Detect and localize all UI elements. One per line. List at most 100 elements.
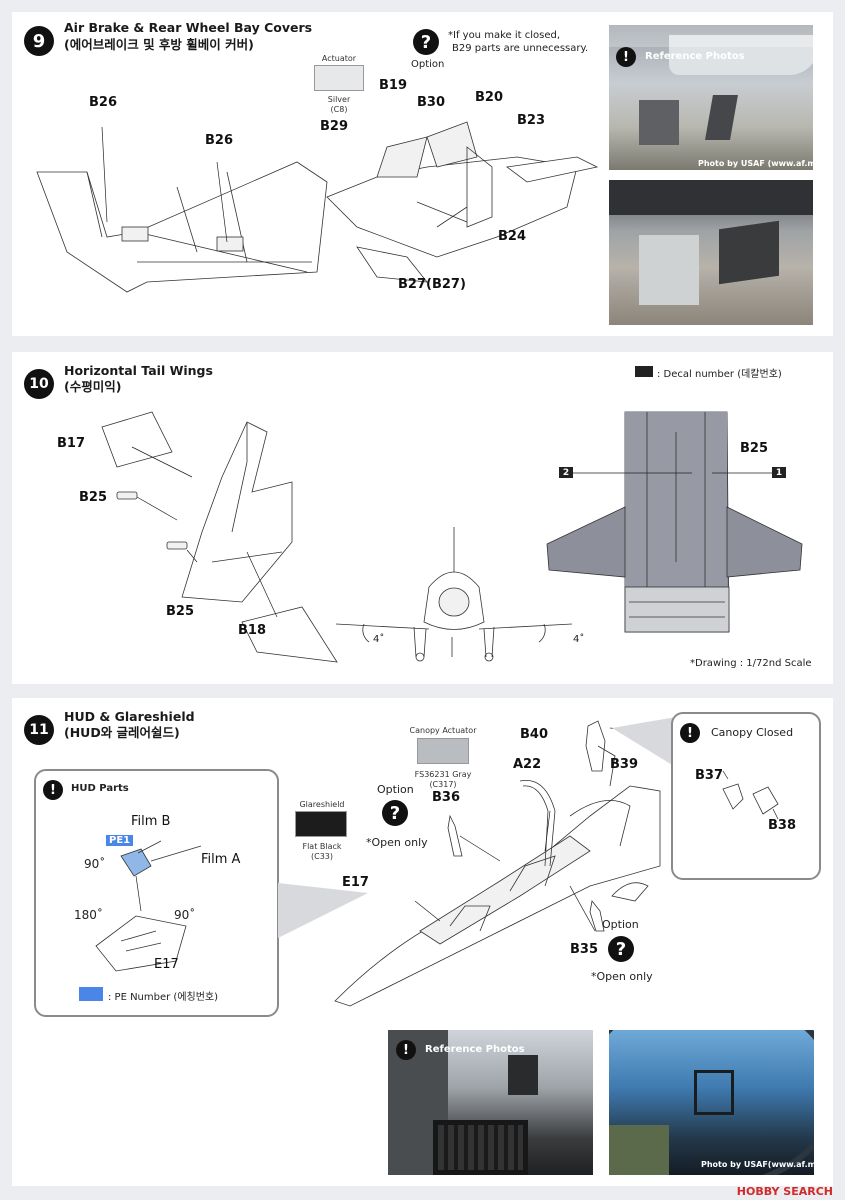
part-b25-c: B25 [740, 441, 768, 456]
step-11-photo-2-caption: Photo by USAF(www.af.mil) [701, 1160, 814, 1169]
canopy-closed-parts-drawing [722, 770, 779, 820]
angle-90-top: 90˚ [84, 857, 106, 871]
film-b-label: Film B [131, 814, 171, 829]
step-11-reference-photo-2: Photo by USAF(www.af.mil) [609, 1030, 814, 1175]
option-top-question-icon: ? [382, 800, 408, 826]
part-b37: B37 [695, 768, 723, 783]
part-b30: B30 [417, 95, 445, 110]
hud-parts-title: HUD Parts [71, 783, 129, 794]
angle-left-4deg: 4˚ [373, 634, 385, 645]
decal-legend: : Decal number (데칼번호) [657, 369, 782, 380]
option-top-note: *Open only [366, 836, 428, 849]
hud-parts-box: ! HUD Parts Film B Film A PE1 90˚ 180˚ 9… [34, 769, 279, 1017]
pe-legend: : PE Number (에칭번호) [108, 992, 219, 1003]
step-10-badge: 10 [24, 369, 54, 399]
canopy-closed-title: Canopy Closed [711, 726, 794, 739]
step-10-front-view [335, 527, 573, 662]
option-bottom-label: Option [602, 918, 639, 931]
decal-legend-swatch [635, 366, 653, 377]
option-top-label: Option [377, 783, 414, 796]
option-bottom-question-icon: ? [608, 936, 634, 962]
step-9-underside-drawing [36, 161, 328, 293]
step-9-title-ko: (에어브레이크 및 후방 휠베이 커버) [64, 37, 254, 52]
decal-2-marker: 2 [559, 467, 573, 478]
part-b25-a: B25 [79, 490, 107, 505]
part-b23: B23 [517, 113, 545, 128]
step-11-reference-photo-1: ! Reference Photos [388, 1030, 593, 1175]
step-9-badge: 9 [24, 26, 54, 56]
step-9-title: Air Brake & Rear Wheel Bay Covers [64, 20, 313, 35]
part-b26-right: B26 [205, 133, 233, 148]
decal-leader-lines [572, 472, 772, 474]
hud-part-drawing [95, 840, 202, 972]
step-11-cockpit-drawing [334, 720, 671, 1007]
film-a-label: Film A [201, 852, 241, 867]
part-b35: B35 [570, 942, 598, 957]
actuator-swatch [314, 65, 364, 91]
step-10-title-ko: (수평미익) [64, 379, 122, 394]
hud-parts-excl-icon: ! [43, 780, 63, 800]
reference-photo-excl-icon: ! [616, 47, 636, 67]
step-11-title-ko: (HUD와 글레어쉴드) [64, 725, 180, 740]
actuator-color-code: (C8) [330, 105, 348, 114]
step-9-photo-1-caption: Photo by USAF (www.af.mil) [698, 159, 813, 168]
part-b19: B19 [379, 78, 407, 93]
pe-legend-swatch [79, 987, 103, 1001]
glareshield-color-name: Flat Black [302, 842, 342, 851]
step-9-photo-banner: Reference Photos [645, 51, 745, 62]
canopy-actuator-color-code: (C317) [429, 780, 457, 789]
glareshield-color-code: (C33) [310, 852, 333, 861]
angle-180: 180˚ [74, 908, 103, 922]
glareshield-swatch [295, 811, 347, 837]
pe1-tag: PE1 [106, 835, 134, 846]
hud-callout-connector [278, 883, 368, 938]
option-note-line-2: B29 parts are unnecessary. [452, 43, 589, 54]
step-10-planform-view [546, 411, 803, 633]
canopy-actuator-swatch [417, 738, 469, 764]
part-b40: B40 [520, 727, 548, 742]
scale-note: *Drawing : 1/72nd Scale [690, 658, 812, 669]
step-10-title: Horizontal Tail Wings [64, 363, 213, 378]
canopy-closed-excl-icon: ! [680, 723, 700, 743]
actuator-label: Actuator [321, 54, 357, 63]
actuator-color-name: Silver [327, 95, 351, 104]
canopy-closed-box: ! Canopy Closed B37 B38 [671, 712, 821, 880]
part-b25-b: B25 [166, 604, 194, 619]
part-e17: E17 [342, 875, 369, 890]
glareshield-label: Glareshield [299, 800, 345, 809]
option-bottom-note: *Open only [591, 970, 653, 983]
angle-90-right: 90˚ [174, 908, 196, 922]
option-label: Option [411, 59, 445, 70]
canopy-actuator-color-name: FS36231 Gray [414, 770, 472, 779]
option-note-line-1: *If you make it closed, [448, 30, 560, 41]
step-11-title: HUD & Glareshield [64, 709, 195, 724]
step-11-photo-excl-icon: ! [396, 1040, 416, 1060]
step-9-reference-photo-1: ! Reference Photos Photo by USAF (www.af… [609, 25, 813, 170]
part-b24: B24 [498, 229, 526, 244]
part-b36: B36 [432, 790, 460, 805]
part-b20: B20 [475, 90, 503, 105]
step-10-tail-drawing [101, 411, 338, 663]
part-b39: B39 [610, 757, 638, 772]
part-a22: A22 [513, 757, 542, 772]
step-9-panel: 9 Air Brake & Rear Wheel Bay Covers (에어브… [12, 12, 833, 336]
decal-1-marker: 1 [772, 467, 786, 478]
part-b29: B29 [320, 119, 348, 134]
hud-e17-label: E17 [154, 957, 179, 972]
step-10-panel: 10 Horizontal Tail Wings (수평미익) : Decal … [12, 352, 833, 684]
step-11-badge: 11 [24, 715, 54, 745]
step-9-airbrake-drawing [326, 121, 599, 283]
option-question-icon: ? [413, 29, 439, 55]
part-b38: B38 [768, 818, 796, 833]
part-b27: B27(B27) [398, 277, 466, 292]
step-9-reference-photo-2 [609, 180, 813, 325]
part-b26-left: B26 [89, 95, 117, 110]
part-b17: B17 [57, 436, 85, 451]
canopy-actuator-label: Canopy Actuator [409, 726, 477, 735]
step-9-leader-lines [101, 126, 228, 243]
hobby-search-watermark: HOBBY SEARCH [736, 1185, 833, 1198]
angle-right-4deg: 4˚ [573, 634, 585, 645]
canopy-closed-connector [612, 716, 682, 771]
part-b18: B18 [238, 623, 266, 638]
step-11-panel: 11 HUD & Glareshield (HUD와 글레어쉴드) ! HUD … [12, 698, 833, 1186]
